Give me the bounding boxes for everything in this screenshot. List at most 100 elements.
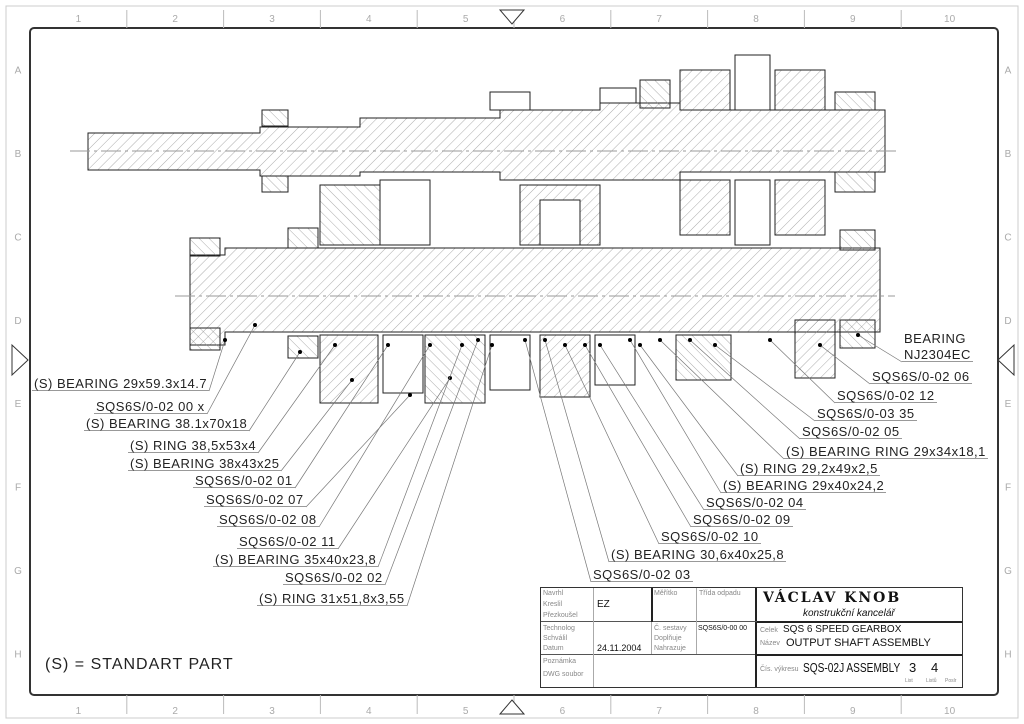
leader-line (524, 339, 592, 583)
leader-line (294, 344, 389, 489)
grid-column-label: 3 (269, 14, 275, 25)
part-label: SQS6S/0-02 11 (237, 534, 338, 549)
label-technolog: Technolog (543, 625, 575, 632)
sheet-number: 3 (909, 660, 917, 675)
leader-dot (818, 343, 822, 347)
grid-column-label: 10 (944, 706, 956, 717)
leader-dot (543, 338, 547, 342)
part-label: (S) RING 38,5x53x4 (128, 438, 259, 453)
leader-line (819, 344, 871, 385)
part-label: SQS6S/0-02 09 (691, 512, 793, 527)
drawing-number: SQS-02J ASSEMBLY (803, 660, 901, 675)
part-label: SQS6S/0-02 03 (591, 567, 693, 582)
label-prezkousel: Přezkoušel (543, 612, 578, 619)
c-sestavy-value: SQS6S/0-00 00 (698, 625, 748, 632)
leader-dot (428, 343, 432, 347)
leader-dot (713, 343, 717, 347)
grid-row-label: F (1005, 483, 1011, 494)
label-list: List (905, 678, 913, 684)
leader-lines (206, 323, 903, 607)
grid-row-label: H (1004, 649, 1011, 660)
grid-column-label: 9 (850, 14, 856, 25)
part-label: (S) BEARING 38.1x70x18 (84, 416, 250, 431)
leader-line (280, 379, 353, 472)
leader-line (639, 344, 739, 477)
grid-column-label: 1 (76, 706, 82, 717)
leader-dot (408, 393, 412, 397)
center-mark-top (498, 9, 526, 25)
grid-column-label: 7 (656, 14, 662, 25)
leader-line (857, 334, 903, 363)
leader-dot (563, 343, 567, 347)
company-subtitle: konstrukční kancelář (803, 608, 895, 619)
celek-value: SQS 6 SPEED GEARBOX (783, 624, 902, 635)
label-meritko: Měřítko (654, 590, 678, 597)
nazev-value: OUTPUT SHAFT ASSEMBLY (786, 637, 931, 649)
leader-dot (298, 350, 302, 354)
leader-dot (350, 378, 354, 382)
leader-line (248, 351, 301, 432)
part-label: (S) BEARING RING 29x34x18,1 (784, 444, 988, 459)
leader-dot (460, 343, 464, 347)
part-label: SQS6S/0-02 08 (217, 512, 319, 527)
leader-dot (386, 343, 390, 347)
outer-border (5, 5, 1019, 719)
label-datum: Datum (543, 645, 564, 652)
leader-dot (523, 338, 527, 342)
standard-part-legend: (S) = STANDART PART (45, 656, 234, 673)
grid-row-label: B (1005, 149, 1012, 160)
leader-line (337, 377, 451, 550)
leader-dot (638, 343, 642, 347)
label-nazev: Název (760, 640, 780, 647)
leader-line (629, 339, 722, 494)
leader-line (377, 344, 463, 568)
leader-line (769, 339, 836, 404)
label-navrhl: Navrhl (543, 590, 564, 597)
part-label: SQS6S/0-02 01 (193, 473, 295, 488)
grid-column-label: 4 (366, 706, 372, 717)
leader-dot (476, 338, 480, 342)
grid-row-label: E (1005, 399, 1012, 410)
grid-column-label: 7 (656, 706, 662, 717)
leader-dot (768, 338, 772, 342)
leader-dot (688, 338, 692, 342)
leader-line (714, 344, 816, 422)
grid-row-label: A (1005, 66, 1012, 77)
leader-line (305, 394, 411, 508)
grid-row-label: H (14, 649, 21, 660)
label-format: Poslr (945, 678, 957, 684)
part-label: BEARING (904, 331, 967, 346)
label-celek: Celek (760, 627, 778, 634)
leader-dot (223, 338, 227, 342)
grid-column-label: 10 (944, 14, 956, 25)
grid-column-label: 6 (560, 706, 566, 717)
part-label: (S) BEARING 29x59.3x14.7 (32, 376, 210, 391)
part-label: (S) BEARING 38x43x25 (128, 456, 282, 471)
grid-row-label: D (1004, 316, 1011, 327)
leader-dot (598, 343, 602, 347)
upper-shaft (70, 54, 900, 246)
grid-column-label: 5 (463, 706, 469, 717)
grid-column-label: 9 (850, 706, 856, 717)
part-label: (S) BEARING 29x40x24,2 (721, 478, 887, 493)
label-schvalil: Schválil (543, 635, 568, 642)
grid-row-label: C (14, 232, 21, 243)
datum-value: 24.11.2004 (597, 643, 642, 653)
leader-dot (583, 343, 587, 347)
label-kreslil: Kreslil (543, 601, 563, 608)
part-label: SQS6S/0-02 02 (283, 570, 385, 585)
grid-column-label: 2 (172, 14, 178, 25)
part-label: (S) RING 29,2x49x2,5 (738, 461, 880, 476)
leader-line (318, 344, 431, 528)
part-label: SQS6S/0-02 05 (800, 424, 902, 439)
leader-dot (628, 338, 632, 342)
part-label: SQS6S/0-02 04 (704, 495, 806, 510)
grid-row-label: G (1004, 566, 1012, 577)
leader-dot (333, 343, 337, 347)
center-mark-left (11, 343, 29, 377)
grid-column-label: 3 (269, 706, 275, 717)
label-trida: Třída odpadu (699, 590, 741, 597)
leader-dot (658, 338, 662, 342)
part-label: SQS6S/0-02 06 (870, 369, 972, 384)
part-label: SQS6S/0-03 35 (815, 406, 917, 421)
